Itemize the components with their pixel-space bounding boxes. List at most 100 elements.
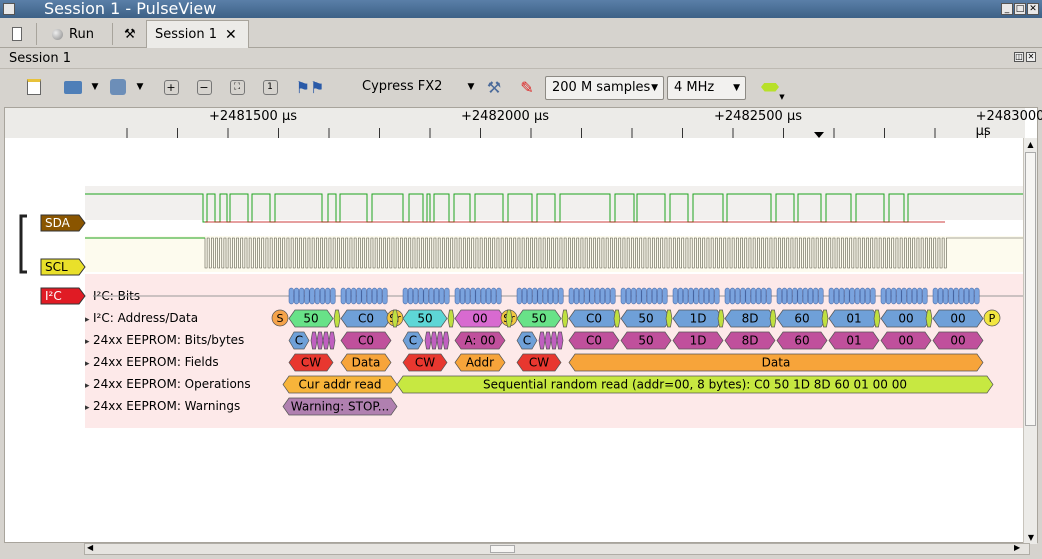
probe-button[interactable]: ✎: [517, 77, 537, 97]
new-view-button[interactable]: [24, 77, 44, 97]
bit-annotation: [818, 287, 824, 305]
device-label[interactable]: Cypress FX2: [362, 79, 443, 94]
row-expand-icon: ▸: [85, 315, 90, 325]
bit-annotation: [491, 287, 497, 305]
float-dock-icon[interactable]: ◫: [1014, 52, 1024, 62]
bit-annotation: [922, 287, 928, 305]
open-button[interactable]: [63, 77, 83, 97]
zoom-fit-button[interactable]: ⛶: [227, 77, 247, 97]
maximize-button[interactable]: □: [1014, 3, 1026, 15]
bit-annotation: [428, 287, 434, 305]
tab-session-1[interactable]: Session 1 ✕: [146, 20, 249, 48]
bit-annotation: [299, 287, 305, 305]
channel-label-i2c-shape: [40, 287, 86, 305]
samplerate-select[interactable]: 4 MHz ▼: [667, 76, 746, 100]
zoom-in-button[interactable]: +: [161, 77, 181, 97]
annotation-byte-text: A: 00: [464, 334, 495, 348]
annotation-ack: [769, 309, 777, 328]
bit-annotation: [755, 287, 762, 305]
annotation-address: 50: [402, 309, 448, 328]
annotation-ack-shape: [873, 309, 881, 328]
annotation-ack-shape: [665, 309, 673, 328]
annotation-byte-shape: [620, 331, 672, 350]
samples-select[interactable]: 200 M samples ▼: [545, 76, 664, 100]
annotation-address-shape: [402, 309, 448, 328]
bit-annotation: [532, 287, 538, 305]
add-decoder-button[interactable]: [760, 77, 780, 97]
annotation-field-addr-shape: [454, 353, 506, 372]
annotation-data-text: 00: [472, 312, 487, 326]
bit-annotation: [620, 287, 626, 305]
annotation-data: C0: [568, 309, 620, 328]
annotation-start-shape: [271, 309, 289, 327]
bit-annotation: [943, 287, 949, 305]
bit-annotation: [703, 287, 710, 305]
bit-annotation: [433, 287, 440, 305]
scroll-down-icon[interactable]: ▼: [1027, 533, 1035, 542]
vertical-scrollbar[interactable]: ▲ ▼: [1023, 138, 1037, 544]
scroll-left-icon[interactable]: ◀: [87, 543, 94, 552]
trace-view[interactable]: +2481500 µs +2482000 µs +2482500 µs +248…: [4, 107, 1042, 544]
bit-annotation: [958, 287, 964, 305]
bit-annotation: [932, 287, 938, 305]
device-dropdown-arrow[interactable]: ▼: [467, 82, 475, 92]
scroll-thumb[interactable]: [1025, 152, 1036, 426]
bit-annotation: [610, 287, 616, 305]
bit-annotation: [423, 287, 429, 305]
ruler-tick-label: +2481500 µs: [209, 109, 297, 124]
annotation-stop-shape: [983, 309, 1001, 327]
minimize-button[interactable]: _: [1001, 3, 1013, 15]
annotation-byte: C0: [568, 331, 620, 350]
bit-annotation: [304, 287, 310, 305]
new-session-button[interactable]: [4, 20, 30, 48]
bit-annotation: [377, 287, 383, 305]
bit-annotation: [356, 287, 362, 305]
annotation-data: 00: [880, 309, 932, 328]
annotation-byte-shape: [776, 331, 828, 350]
window-title: Session 1 - PulseView: [44, 0, 217, 18]
cursors-button[interactable]: ⚑⚑: [296, 77, 325, 97]
bit-annotation: [579, 287, 585, 305]
bit-annotation: [937, 287, 944, 305]
annotation-byte: 1D: [672, 331, 724, 350]
close-tab-icon[interactable]: ✕: [225, 26, 237, 43]
bit-annotation: [366, 287, 372, 305]
window-menu-button[interactable]: [3, 3, 15, 15]
bit-annotation: [745, 287, 751, 305]
dock-buttons: ◫ ✕: [1014, 52, 1036, 62]
samplerate-value: 4 MHz: [674, 80, 715, 95]
settings-tab-button[interactable]: ⚒: [116, 20, 144, 48]
hscroll-thumb[interactable]: [490, 545, 515, 553]
annotation-field-cw-shape: [402, 353, 448, 372]
device-config-button[interactable]: ⚒: [484, 77, 504, 97]
annotation-address: 50: [516, 309, 562, 328]
annotation-bit: [430, 331, 438, 350]
zoom-out-button[interactable]: −: [194, 77, 214, 97]
horizontal-scrollbar[interactable]: [84, 543, 1030, 555]
annotation-operation: Sequential random read (addr=00, 8 bytes…: [396, 375, 994, 394]
scroll-up-icon[interactable]: ▲: [1027, 140, 1034, 149]
time-ruler[interactable]: +2481500 µs +2482000 µs +2482500 µs +248…: [5, 108, 1042, 139]
annotation-bit-shape: [436, 331, 444, 350]
close-dock-icon[interactable]: ✕: [1026, 52, 1036, 62]
scl-waveform: [85, 237, 1025, 269]
annotation-bit-c: C: [288, 331, 310, 350]
close-window-button[interactable]: ✕: [1027, 3, 1039, 15]
open-menu-arrow[interactable]: ▼: [91, 82, 99, 92]
bit-annotation: [880, 287, 886, 305]
row-label-ops: 24xx EEPROM: Operations: [93, 377, 251, 391]
bit-annotation: [480, 287, 486, 305]
save-button[interactable]: [108, 77, 128, 97]
save-menu-arrow[interactable]: ▼: [136, 82, 144, 92]
annotation-byte: 00: [932, 331, 984, 350]
decoder-menu-arrow[interactable]: ▼: [779, 93, 785, 101]
bit-annotation: [776, 287, 782, 305]
bit-annotation: [677, 287, 684, 305]
scroll-right-icon[interactable]: ▶: [1014, 543, 1021, 552]
bit-annotation: [521, 287, 528, 305]
probe-icon: ✎: [520, 77, 534, 97]
annotation-address-shape: [288, 309, 334, 328]
run-button[interactable]: Run: [44, 20, 102, 48]
zoom-one-to-one-button[interactable]: 1: [260, 77, 280, 97]
